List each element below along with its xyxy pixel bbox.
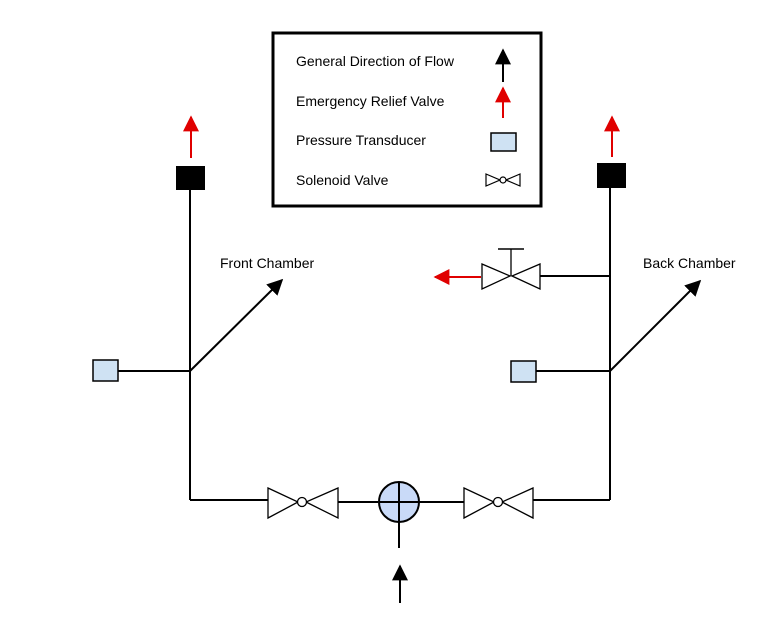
legend-label-solenoid: Solenoid Valve (296, 172, 389, 188)
front-relief-valve-block (176, 166, 205, 190)
legend-label-transducer: Pressure Transducer (296, 132, 426, 148)
blue-square-icon (490, 132, 517, 152)
left-solenoid-valve-icon (267, 486, 339, 520)
vent-valve-icon (481, 248, 541, 291)
back-relief-valve-block (597, 163, 626, 188)
legend-label-relief: Emergency Relief Valve (296, 93, 445, 109)
front-chamber-label: Front Chamber (220, 255, 314, 271)
right-solenoid-valve-icon (463, 486, 534, 520)
front-pressure-transducer (92, 359, 119, 382)
back-chamber-label: Back Chamber (643, 255, 736, 271)
bottom-manifold (267, 481, 534, 603)
legend: General Direction of Flow Emergency Reli… (271, 31, 543, 208)
back-branch: Back Chamber (433, 115, 736, 501)
front-branch: Front Chamber (92, 115, 314, 501)
front-chamber-arrow (189, 278, 284, 372)
back-chamber-arrow (609, 279, 702, 372)
legend-label-flow: General Direction of Flow (296, 53, 455, 69)
pump-icon (378, 481, 420, 523)
back-pressure-transducer (510, 360, 537, 383)
bowtie-valve-icon (485, 173, 521, 187)
